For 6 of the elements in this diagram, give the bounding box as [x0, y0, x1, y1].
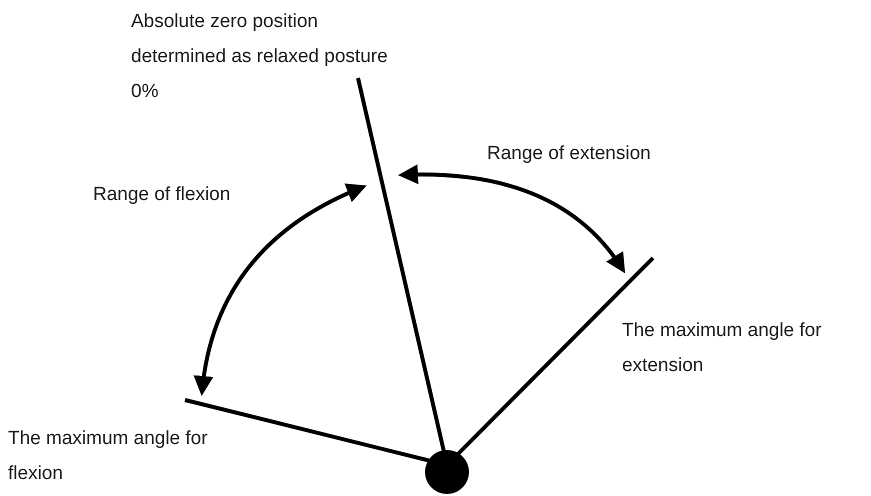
zero-position-label: Absolute zero position determined as relaxed posture [131, 10, 389, 69]
extension-max-angle-label: The maximum angle for extension [622, 319, 823, 378]
zero-percent-label: 0% [131, 80, 160, 104]
flexion-range-label: Range of flexion [93, 183, 232, 207]
flexion-max-angle-label: The maximum angle for flexion [8, 427, 209, 486]
extension-range-label: Range of extension [487, 142, 652, 166]
